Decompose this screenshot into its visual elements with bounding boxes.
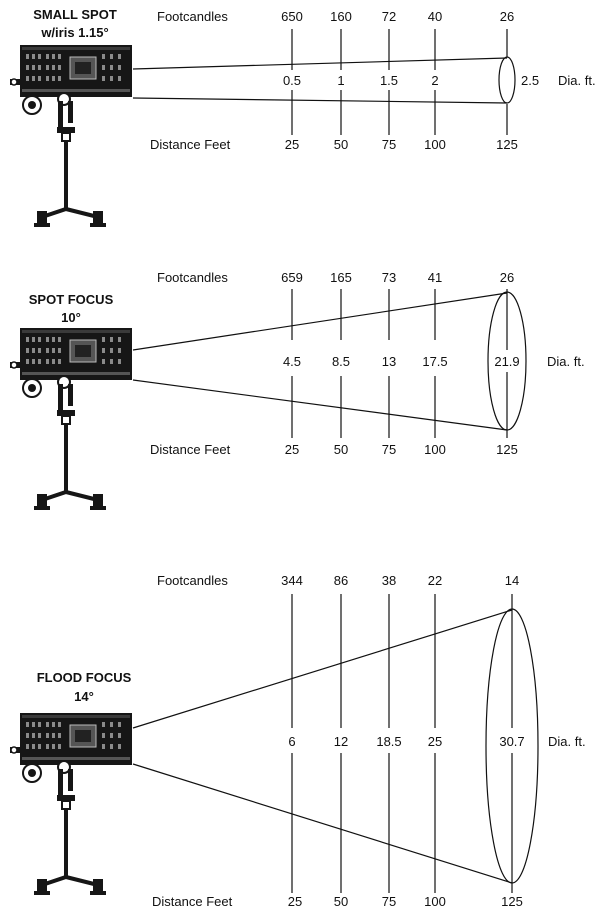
distance-value: 100 [424,442,446,457]
section-spot-focus: SPOT FOCUS 10° Footcandles 659 165 73 41… [8,270,585,512]
section-title: FLOOD FOCUS [37,670,132,685]
footcandle-value: 160 [330,9,352,24]
footcandle-value: 22 [428,573,442,588]
footcandle-value: 41 [428,270,442,285]
distance-value: 50 [334,894,348,909]
footcandle-value: 86 [334,573,348,588]
distance-value: 25 [285,442,299,457]
distance-value: 50 [334,137,348,152]
diameter-value: 17.5 [422,354,447,369]
section-subtitle: 14° [74,689,94,704]
footcandle-value: 344 [281,573,303,588]
footcandle-value: 165 [330,270,352,285]
diameter-value: 1 [337,73,344,88]
distance-value: 100 [424,894,446,909]
footcandle-value: 38 [382,573,396,588]
footcandle-value: 14 [505,573,519,588]
footcandles-label: Footcandles [157,573,228,588]
beam-edge-top [132,57,508,70]
footcandle-value: 40 [428,9,442,24]
distance-value: 50 [334,442,348,457]
footcandle-value: 650 [281,9,303,24]
distance-value: 75 [382,137,396,152]
diameter-value: 2.5 [521,73,539,88]
distance-value: 125 [496,442,518,457]
diameter-value: 8.5 [332,354,350,369]
diameter-value: 13 [382,354,396,369]
lamp-illustration [8,326,134,512]
diameter-value: 1.5 [380,73,398,88]
beam-cross-section [498,56,516,104]
beam-edge-bottom [132,763,513,884]
section-title: SMALL SPOT [33,7,117,22]
footcandle-value: 72 [382,9,396,24]
diameter-label: Dia. ft. [558,73,596,88]
section-small-spot: SMALL SPOT w/iris 1.15° Footcandles 650 … [8,7,596,229]
footcandle-value: 26 [500,9,514,24]
diameter-label: Dia. ft. [547,354,585,369]
section-subtitle: 10° [61,310,81,325]
distance-value: 100 [424,137,446,152]
distance-value: 75 [382,442,396,457]
diameter-value: 12 [334,734,348,749]
beam-edge-bottom [132,379,508,431]
diameter-value: 25 [428,734,442,749]
distance-value: 25 [288,894,302,909]
distance-value: 125 [496,137,518,152]
diameter-value: 2 [431,73,438,88]
diameter-value: 6 [288,734,295,749]
distance-label: Distance Feet [150,442,231,457]
footcandle-value: 73 [382,270,396,285]
beam-edge-bottom [132,97,508,104]
distance-value: 25 [285,137,299,152]
diameter-value: 18.5 [376,734,401,749]
section-title: SPOT FOCUS [29,292,114,307]
diameter-label: Dia. ft. [548,734,586,749]
section-subtitle: w/iris 1.15° [40,25,108,40]
diameter-value: 4.5 [283,354,301,369]
footcandles-label: Footcandles [157,270,228,285]
section-flood-focus: FLOOD FOCUS 14° Footcandles 344 86 38 22… [8,573,586,909]
distance-label: Distance Feet [152,894,233,909]
beam-edge-top [132,609,513,729]
distance-value: 125 [501,894,523,909]
distance-label: Distance Feet [150,137,231,152]
lamp-illustration [8,43,134,229]
footcandles-label: Footcandles [157,9,228,24]
distance-value: 75 [382,894,396,909]
diameter-value: 21.9 [494,354,519,369]
footcandle-value: 26 [500,270,514,285]
beam-edge-top [132,292,508,351]
footcandle-value: 659 [281,270,303,285]
diameter-value: 0.5 [283,73,301,88]
diameter-value: 30.7 [499,734,524,749]
lamp-illustration [8,711,134,897]
